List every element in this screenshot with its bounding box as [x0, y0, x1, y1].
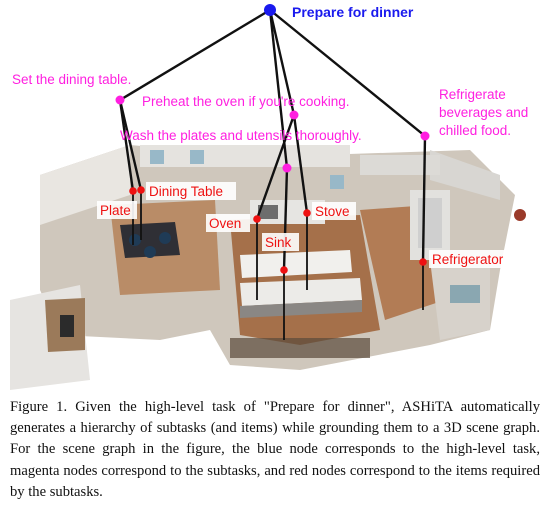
item-node-dining-table	[137, 186, 145, 194]
item-label-plate: Plate	[100, 203, 131, 218]
subtask-node-preheat	[289, 110, 299, 120]
graph-edges	[118, 8, 427, 340]
subtask-label-wash: Wash the plates and utensils thoroughly.	[120, 128, 362, 143]
task-label: Prepare for dinner	[292, 4, 414, 20]
item-node-oven	[253, 215, 261, 223]
edge-wash-sink	[282, 167, 289, 271]
subtask-labels: Set the dining table. Preheat the oven i…	[12, 72, 528, 143]
edge-task-preheat	[268, 9, 296, 116]
item-labels: Dining Table Plate Oven Stove Sink Refri…	[97, 182, 517, 268]
edge-task-refrigerate	[269, 9, 426, 137]
item-node-refrigerator	[419, 258, 427, 266]
item-label-oven: Oven	[209, 216, 241, 231]
item-label-sink: Sink	[265, 235, 292, 250]
subtask-label-refrigerate-3: chilled food.	[439, 123, 511, 138]
subtask-label-preheat: Preheat the oven if you're cooking.	[142, 94, 349, 109]
item-label-stove: Stove	[315, 204, 350, 219]
item-node-stove	[303, 209, 311, 217]
subtask-node-wash	[282, 163, 292, 173]
edge-refrigerate-fridge	[421, 135, 427, 263]
edge-preheat-stove	[292, 114, 309, 214]
edge-preheat-oven	[255, 114, 296, 220]
subtask-node-set-table	[115, 95, 125, 105]
item-node-plate	[129, 187, 137, 195]
subtask-label-set-table: Set the dining table.	[12, 72, 131, 87]
item-label-dining-table: Dining Table	[149, 184, 223, 199]
edge-set-table-dining	[118, 99, 143, 191]
edge-set-table-plate	[118, 99, 135, 192]
task-node	[264, 4, 276, 16]
subtask-node-refrigerate	[420, 131, 430, 141]
item-node-sink	[280, 266, 288, 274]
item-label-refrigerator: Refrigerator	[432, 252, 504, 267]
subtask-label-refrigerate-2: beverages and	[439, 105, 528, 120]
edge-task-set-table	[119, 8, 271, 102]
scene-graph-figure: Prepare for dinner Set the dining table.…	[10, 4, 528, 390]
graph-nodes	[115, 4, 430, 274]
subtask-label-refrigerate-1: Refrigerate	[439, 87, 506, 102]
figure-caption: Figure 1. Given the high-level task of "…	[10, 399, 540, 500]
